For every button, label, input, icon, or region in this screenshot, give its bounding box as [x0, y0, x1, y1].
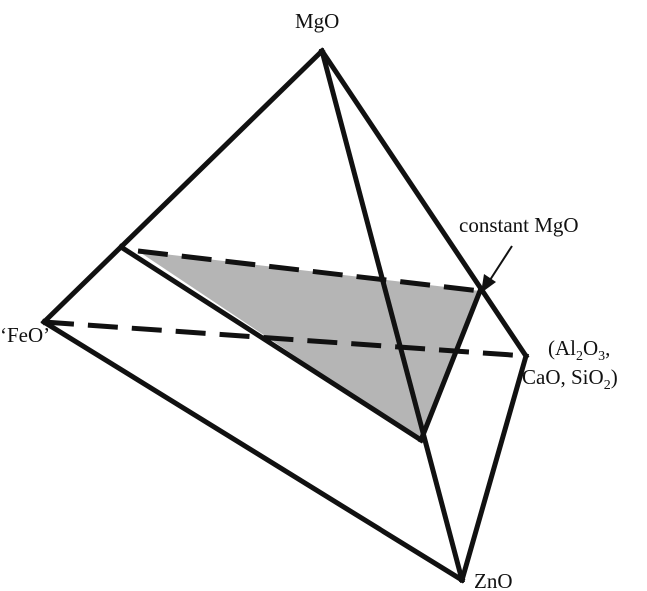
edge-feo-zno [40, 318, 466, 584]
edge-mgo-feo [40, 47, 326, 326]
vertex-label-zno: ZnO [474, 569, 513, 591]
vertex-label-al2o3-line2: CaO, SiO2) [522, 365, 618, 393]
edge-mgo-al2o3 [318, 47, 530, 360]
annotation-label: constant MgO [459, 213, 579, 237]
vertex-label-feo: ‘FeO’ [0, 323, 50, 347]
plane-left-edge [117, 243, 425, 444]
constant-mgo-plane [138, 251, 480, 440]
vertex-label-al2o3-line1: (Al2O3, [548, 336, 610, 364]
annotation-arrowhead-icon [481, 274, 496, 293]
hidden-edge-feo-al2o3 [43, 319, 527, 359]
edge-mgo-zno [318, 47, 466, 584]
plane-right-edge [417, 287, 484, 444]
plane-top-edge [137, 248, 481, 294]
edge-al2o3-zno [458, 352, 530, 584]
annotation-arrow-line [489, 245, 513, 281]
vertex-label-mgo: MgO [295, 9, 339, 33]
